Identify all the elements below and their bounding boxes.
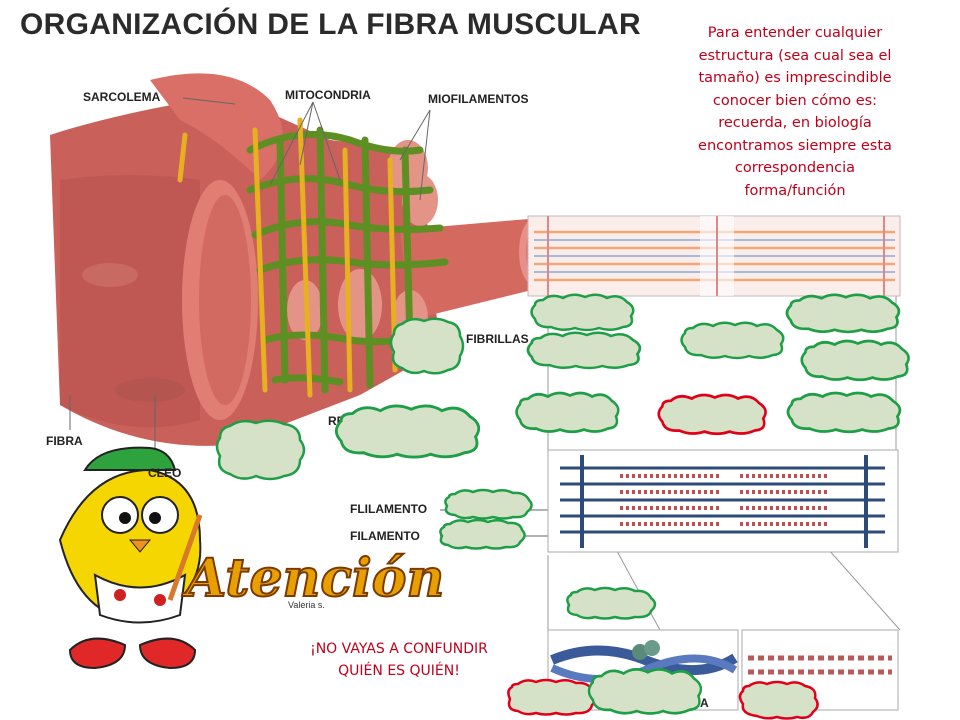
answer-bubble-red[interactable] [654, 392, 776, 438]
answer-bubble-green[interactable] [441, 488, 537, 520]
mascot-chick [58, 446, 203, 670]
answer-bubble-green[interactable] [783, 390, 907, 436]
answer-bubble-green[interactable] [677, 320, 793, 360]
muscle-fiber-illustration [50, 73, 551, 446]
warning-text: ¡NO VAYAS A CONFUNDIR QUIÉN ES QUIÉN! [310, 641, 488, 679]
attention-banner: Atención [185, 547, 445, 610]
label-nucleo: CLEO [148, 466, 182, 480]
answer-bubble-green[interactable] [563, 586, 661, 620]
answer-bubble-green[interactable] [330, 402, 486, 462]
label-fibra: FIBRA [46, 434, 83, 448]
mascot-signature: Valeria s. [288, 600, 325, 610]
answer-bubble-green[interactable] [584, 666, 708, 718]
answer-bubble-green[interactable] [388, 316, 468, 376]
sarcomere-panel [527, 215, 901, 297]
label-filamento: FILAMENTO [350, 529, 420, 543]
answer-bubble-green[interactable] [797, 338, 919, 384]
label-sarcolema: SARCOLEMA [83, 90, 161, 104]
answer-bubble-green[interactable] [782, 292, 906, 336]
explanation-note: Para entender cualquier estructura (sea … [698, 25, 892, 199]
answer-bubble-red[interactable] [504, 678, 600, 716]
label-miofilamentos: MIOFILAMENTOS [428, 92, 529, 106]
answer-bubble-red[interactable] [737, 680, 821, 720]
label-flilamento: FLILAMENTO [350, 502, 428, 516]
label-tail-a: A [700, 696, 709, 710]
answer-bubble-green[interactable] [512, 390, 628, 436]
answer-bubble-green[interactable] [523, 330, 647, 370]
answer-bubble-green[interactable] [527, 292, 639, 332]
label-mitocondria: MITOCONDRIA [285, 88, 371, 102]
answer-bubble-green[interactable] [436, 518, 528, 550]
label-fibrillas: FIBRILLAS [466, 332, 529, 346]
page-title: ORGANIZACIÓN DE LA FIBRA MUSCULAR [20, 8, 641, 41]
answer-bubble-green[interactable] [214, 418, 310, 482]
thick-filament-panel [741, 629, 899, 711]
myofilament-panel [547, 449, 899, 553]
